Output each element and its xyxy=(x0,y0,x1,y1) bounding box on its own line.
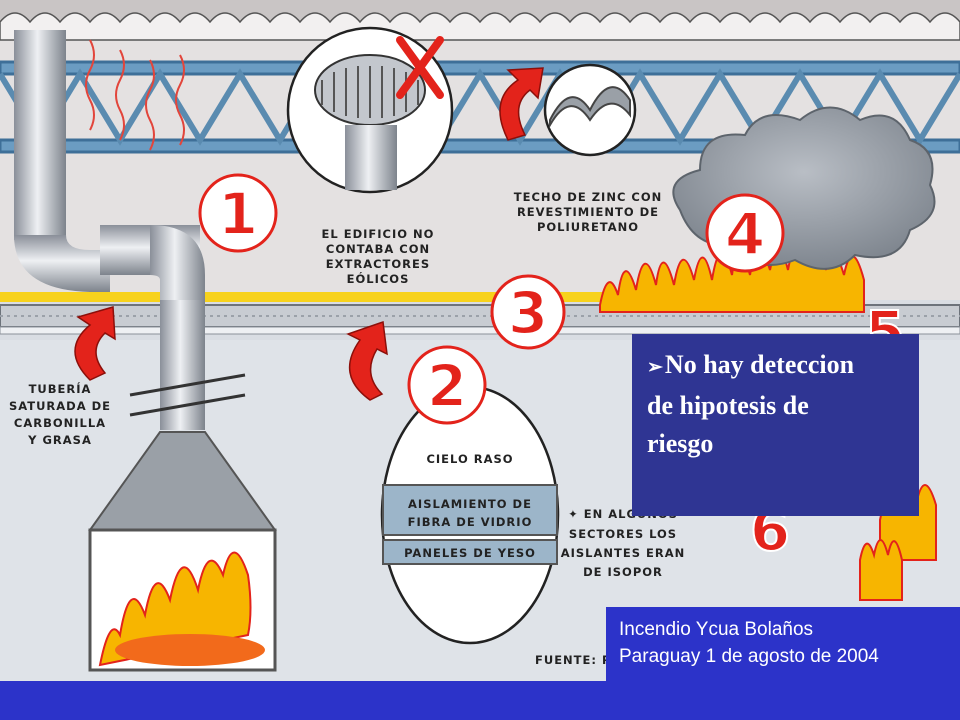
heat-waves xyxy=(85,39,185,151)
label-tuberia-4: Y GRASA xyxy=(27,433,92,447)
label-techo-3: POLIURETANO xyxy=(537,220,639,234)
label-aislamiento-1: AISLAMIENTO DE xyxy=(408,497,532,511)
label-techo-1: TECHO DE ZINC CON xyxy=(514,190,662,204)
ceiling-detail-inset xyxy=(380,385,560,645)
heat-layer xyxy=(0,292,620,302)
bullet-line-3: riesgo xyxy=(647,429,714,458)
eolic-extractor-inset xyxy=(286,26,454,194)
fireplace xyxy=(88,431,277,672)
caption-date: Paraguay 1 de agosto de 2004 xyxy=(619,646,879,667)
label-fuente: FUENTE: R xyxy=(535,653,612,667)
chimney-pipe xyxy=(14,30,246,430)
label-aislamiento-2: FIBRA DE VIDRIO xyxy=(408,515,533,529)
risk-hypothesis-box: ➢No hay deteccion de hipotesis de riesgo xyxy=(632,334,919,516)
label-extractores-4: EÓLICOS xyxy=(347,271,410,286)
red-arrows xyxy=(74,67,544,401)
step-number-1: 1 xyxy=(218,180,258,248)
footer-band xyxy=(0,681,606,720)
label-tuberia-2: SATURADA DE xyxy=(9,399,111,413)
caption-title: Incendio Ycua Bolaños xyxy=(619,619,814,640)
step-number-3: 3 xyxy=(508,279,548,347)
label-isopor-3: AISLANTES ERAN xyxy=(561,546,686,560)
label-paneles: PANELES DE YESO xyxy=(404,546,536,560)
label-extractores-1: EL EDIFICIO NO xyxy=(322,227,435,241)
bullet-text: ➢No hay deteccion de hipotesis de riesgo xyxy=(647,346,907,463)
bullet-line-1: No hay deteccion xyxy=(664,350,855,379)
roof-profile-inset xyxy=(543,63,637,157)
bullet-line-2: de hipotesis de xyxy=(647,391,809,420)
corrugated-zinc-roof xyxy=(0,0,960,41)
label-tuberia-3: CARBONILLA xyxy=(14,416,106,430)
label-cielo-raso: CIELO RASO xyxy=(426,452,513,466)
arrowhead-bullet-icon: ➢ xyxy=(647,357,663,378)
step-number-4: 4 xyxy=(725,200,765,268)
caption-box: Incendio Ycua Bolaños Paraguay 1 de agos… xyxy=(606,607,960,720)
label-extractores-2: CONTABA CON xyxy=(326,242,430,256)
label-isopor-2: SECTORES LOS xyxy=(569,527,677,541)
label-techo-2: REVESTIMIENTO DE xyxy=(517,205,659,219)
label-isopor-4: DE ISOPOR xyxy=(583,565,663,579)
label-tuberia-1: TUBERÍA xyxy=(29,381,92,396)
label-extractores-3: EXTRACTORES xyxy=(326,257,430,271)
step-number-2: 2 xyxy=(427,352,467,420)
